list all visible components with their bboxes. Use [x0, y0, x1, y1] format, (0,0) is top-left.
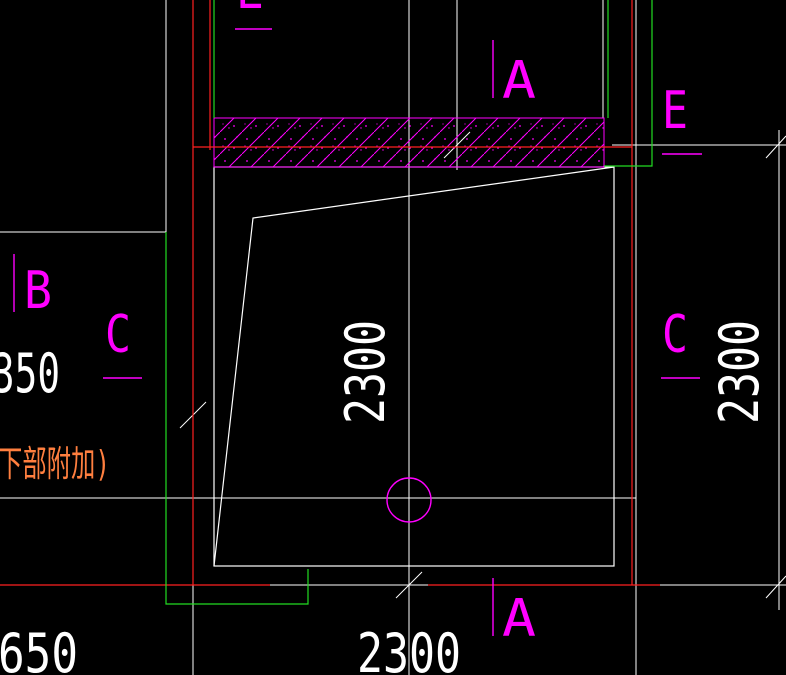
- column-circle: [386, 477, 432, 523]
- red-lines: [0, 0, 660, 586]
- hatched-beam: [213, 117, 605, 168]
- dim-right-vertical: 2300: [708, 320, 771, 424]
- room-outline: [213, 166, 615, 567]
- label-e: E: [662, 81, 688, 141]
- tick-right-top: [765, 135, 786, 159]
- dim-left-partial-bottom: 650: [0, 622, 78, 675]
- label-top-partial: E: [236, 0, 264, 21]
- label-b: B: [24, 261, 52, 321]
- section-markers: [13, 28, 702, 636]
- label-c-right: C: [662, 305, 688, 365]
- tick-bottom: [395, 571, 423, 599]
- sloped-profile: [213, 166, 615, 567]
- room-rectangle: [213, 166, 615, 567]
- partial-annotation: 下部附加): [0, 444, 110, 485]
- label-a-bottom: A: [502, 589, 536, 649]
- dim-bottom-horizontal: 2300: [357, 622, 461, 675]
- green-wall-lines: [165, 0, 653, 605]
- label-a-top: A: [502, 51, 536, 111]
- green-right-wall: [604, 0, 653, 167]
- label-c-left: C: [105, 305, 131, 365]
- dim-inner-vertical: 2300: [334, 320, 397, 424]
- green-left-wall: [165, 232, 309, 605]
- dim-left-partial-top: 350: [0, 342, 60, 405]
- tick-right-bottom: [765, 575, 786, 599]
